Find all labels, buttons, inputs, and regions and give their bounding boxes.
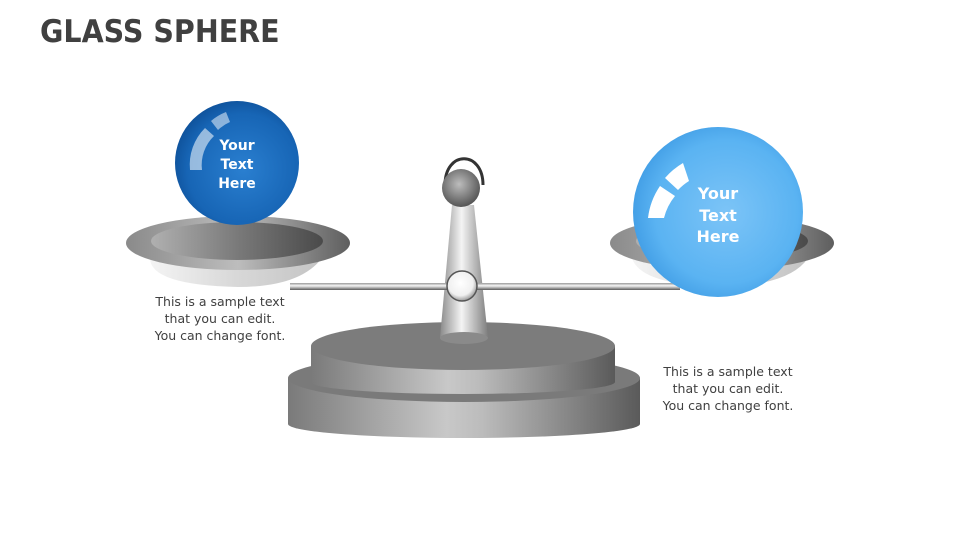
hook-icon <box>443 157 485 186</box>
right-sphere-label: Your Text Here <box>673 183 763 248</box>
left-glass-sphere <box>175 101 299 225</box>
right-caption-line-3: You can change font. <box>662 398 794 413</box>
left-caption-line-1: This is a sample text <box>155 294 285 309</box>
right-caption-line-2: that you can edit. <box>672 381 784 396</box>
left-sphere-line-2: Text <box>220 156 254 173</box>
right-glass-sphere <box>633 127 803 297</box>
right-caption-line-1: This is a sample text <box>663 364 793 379</box>
scale-base <box>288 322 640 438</box>
right-caption: This is a sample text that you can edit.… <box>643 363 813 414</box>
slide-title: GLASS SPHERE <box>40 14 280 50</box>
right-sphere-line-3: Here <box>696 227 740 247</box>
pivot-joint <box>446 270 478 302</box>
left-caption-line-2: that you can edit. <box>164 311 276 326</box>
right-sphere-line-2: Text <box>699 205 737 225</box>
left-sphere-line-3: Here <box>218 175 256 192</box>
left-sphere-label: Your Text Here <box>197 137 277 194</box>
top-knob <box>442 169 480 207</box>
left-caption-line-3: You can change font. <box>154 328 286 343</box>
left-sphere-line-1: Your <box>219 138 255 154</box>
right-sphere-line-1: Your <box>697 184 739 203</box>
left-caption: This is a sample text that you can edit.… <box>135 293 305 344</box>
scale-beam <box>290 283 680 290</box>
left-pan <box>126 216 350 287</box>
